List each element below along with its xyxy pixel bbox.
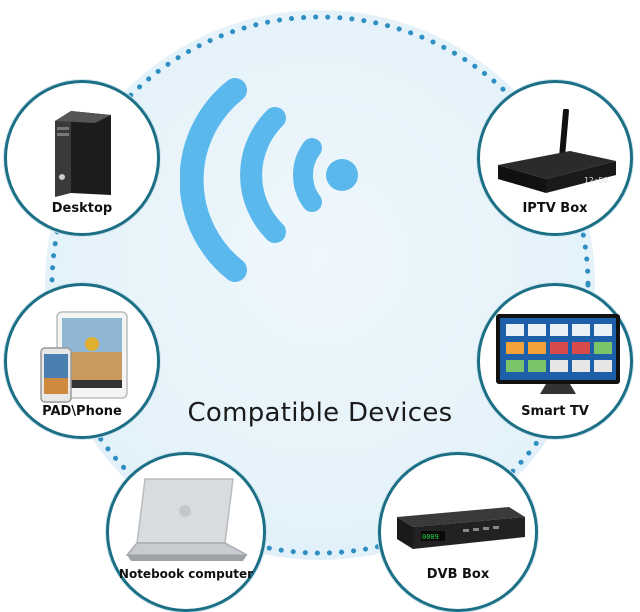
dvb-display: 0009: [422, 533, 439, 541]
device-notebook-computer: Notebook computer: [106, 452, 266, 612]
device-label: Smart TV: [521, 404, 589, 419]
device-label: IPTV Box: [522, 201, 588, 216]
device-desktop: Desktop: [4, 80, 160, 236]
laptop-icon: [125, 478, 248, 561]
dvb-box-icon: 0009: [397, 507, 525, 549]
device-label: PAD\Phone: [42, 404, 122, 419]
iptv-display: 12:50: [584, 176, 608, 185]
device-pad-phone: PAD\Phone: [4, 283, 160, 439]
device-label: Desktop: [51, 201, 113, 216]
page-title: Compatible Devices: [187, 398, 453, 428]
device-smart-tv: Smart TV: [477, 283, 633, 439]
desktop-tower-icon: [55, 111, 111, 197]
device-iptv-box: 12:50 IPTV Box: [477, 80, 633, 236]
dotted-ring: [49, 14, 591, 556]
iptv-box-icon: 12:50: [498, 109, 616, 193]
device-label: DVB Box: [426, 567, 490, 582]
tablet-phone-icon: [40, 311, 128, 403]
device-dvb-box: 0009 DVB Box: [378, 452, 538, 612]
wifi-signal-icon: [180, 78, 358, 282]
device-label: Notebook computer: [118, 567, 254, 581]
smart-tv-icon: [496, 314, 620, 394]
